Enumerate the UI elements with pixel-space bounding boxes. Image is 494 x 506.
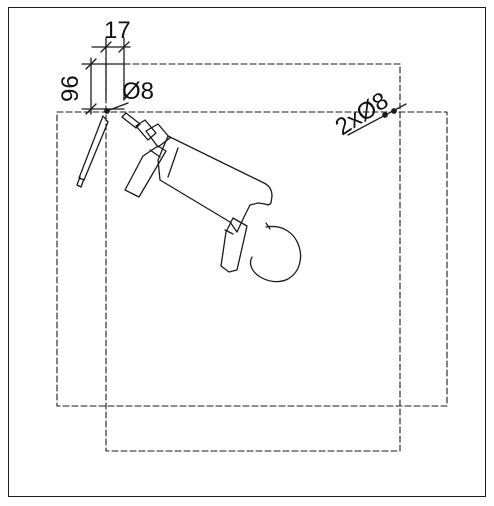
dashed-outline-lower: [56, 111, 448, 407]
dimension-17-label: 17: [104, 17, 131, 44]
drawing-frame: [8, 7, 486, 497]
holes-leader: [347, 103, 407, 136]
dimension-96: [81, 57, 125, 115]
dimension-17: [91, 37, 131, 101]
drill-bit: [76, 115, 109, 188]
diameter-label: Ø8: [122, 78, 154, 105]
dimension-96-label: 96: [57, 75, 84, 102]
diameter-leader: [103, 102, 129, 114]
drill-icon: [121, 112, 302, 283]
holes-diameter-label: 2xØ8: [331, 87, 394, 141]
dashed-outline-upper: [105, 63, 401, 452]
